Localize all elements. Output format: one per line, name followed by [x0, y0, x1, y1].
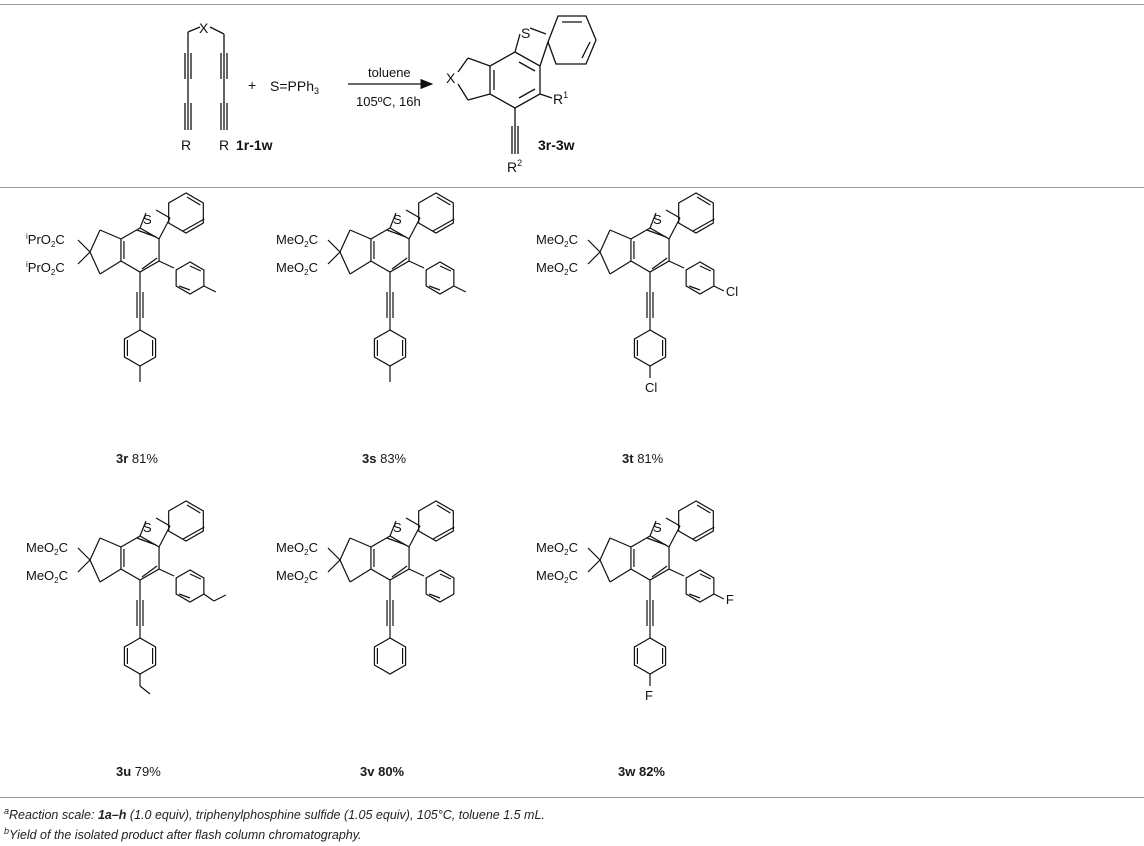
product-r1: R1 — [553, 90, 568, 107]
ester-bottom-3t: MeO2C — [536, 260, 578, 277]
ester-bottom-3w: MeO2C — [536, 568, 578, 585]
compound-3w: S MeO2C MeO2C F F — [536, 500, 734, 703]
sulfur-atom-3s: S — [393, 212, 402, 227]
structure-bonds-3w — [587, 500, 725, 686]
ester-top-3t: MeO2C — [536, 232, 578, 249]
structure-bonds-3v — [327, 500, 455, 675]
reagent-formula: S=PPh3 — [270, 78, 319, 96]
sulfur-atom-3u: S — [143, 520, 152, 535]
footnote-a: aReaction scale: 1a–h (1.0 equiv), triph… — [4, 806, 545, 823]
structure-bonds-3s — [327, 192, 467, 382]
alkyne-para-substituent-3w: F — [645, 688, 653, 703]
caption-3v: 3v 80% — [360, 764, 405, 779]
product-structure — [457, 15, 597, 154]
ester-top-3w: MeO2C — [536, 540, 578, 557]
sulfur-atom-3v: S — [393, 520, 402, 535]
compound-3v: S MeO2C MeO2C — [276, 500, 455, 675]
caption-3w: 3w 82% — [618, 764, 665, 779]
ester-top-3v: MeO2C — [276, 540, 318, 557]
header-rule — [0, 187, 1144, 188]
footnote-b: bYield of the isolated product after fla… — [4, 826, 362, 843]
bottom-rule — [0, 797, 1144, 798]
product-r2: R2 — [507, 158, 522, 175]
sulfur-atom-3w: S — [653, 520, 662, 535]
caption-3s: 3s 83% — [362, 451, 407, 466]
para-substituent-3t: Cl — [726, 284, 738, 299]
ester-bottom-3u: MeO2C — [26, 568, 68, 585]
substrate-r-right: R — [219, 137, 229, 153]
substrate-structure — [184, 26, 228, 130]
caption-3u: 3u 79% — [116, 764, 161, 779]
structure-bonds-3t — [587, 192, 725, 378]
sulfur-atom-3r: S — [143, 212, 152, 227]
structure-bonds-3u — [77, 500, 227, 695]
caption-3t: 3t 81% — [622, 451, 664, 466]
ester-top-3u: MeO2C — [26, 540, 68, 557]
product-label: 3r-3w — [538, 137, 575, 153]
structure-bonds-3r — [77, 192, 217, 382]
alkyne-para-substituent-3t: Cl — [645, 380, 657, 395]
ester-top-3r: iPrO2C — [26, 232, 65, 249]
ester-bottom-3v: MeO2C — [276, 568, 318, 585]
compound-3u: S MeO2C MeO2C — [26, 500, 227, 695]
substrate-x-atom: X — [199, 20, 209, 36]
substrate-r-left: R — [181, 137, 191, 153]
substrate-label: 1r-1w — [236, 137, 273, 153]
compound-3s: S MeO2C MeO2C — [276, 192, 467, 382]
top-rule — [0, 4, 1144, 5]
sulfur-atom-3t: S — [653, 212, 662, 227]
product-x-atom: X — [446, 70, 456, 86]
conditions-label: 105ºC, 16h — [356, 94, 421, 109]
para-substituent-3w: F — [726, 592, 734, 607]
product-s-atom: S — [521, 25, 530, 41]
solvent-label: toluene — [368, 65, 411, 80]
compound-structures: SiPrO2CiPrO2CSMeO2CMeO2CSMeO2CMeO2CClClS… — [26, 192, 738, 703]
ester-bottom-3s: MeO2C — [276, 260, 318, 277]
ester-top-3s: MeO2C — [276, 232, 318, 249]
ester-bottom-3r: iPrO2C — [26, 260, 65, 277]
caption-3r: 3r 81% — [116, 451, 158, 466]
plus-sign: + — [248, 77, 256, 93]
